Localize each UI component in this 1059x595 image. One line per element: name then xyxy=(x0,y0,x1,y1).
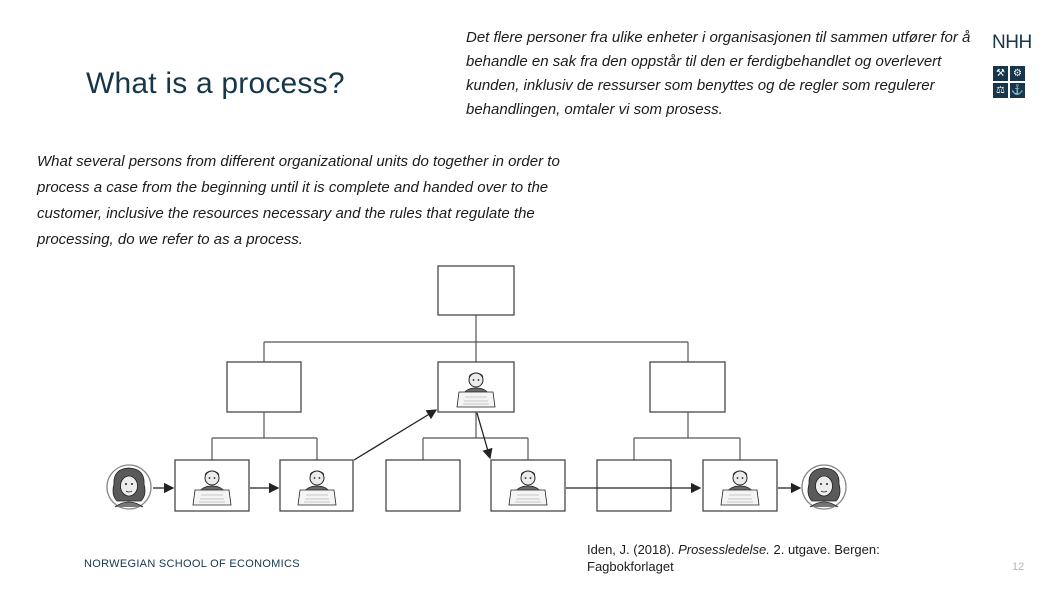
customer-right-icon xyxy=(801,464,847,510)
citation-details: 2. utgave. Bergen: Fagbokforlaget xyxy=(587,542,880,574)
norwegian-definition: Det flere personer fra ulike enheter i o… xyxy=(466,29,971,118)
citation-title: Prosessledelse. xyxy=(678,542,770,557)
gear-icon: ⚙ xyxy=(1010,66,1025,81)
citation: Iden, J. (2018). Prosessledelse. 2. utga… xyxy=(587,541,917,575)
box-top xyxy=(437,265,515,316)
scales-icon: ⚖ xyxy=(993,83,1008,98)
tools-icon: ⚒ xyxy=(993,66,1008,81)
process-flow-arrows xyxy=(153,409,802,494)
diagram-connectors xyxy=(211,315,741,460)
customer-left-icon xyxy=(106,464,152,510)
footer-school-name: NORWEGIAN SCHOOL OF ECONOMICS xyxy=(84,558,300,570)
slide-title: What is a process? xyxy=(86,67,345,100)
page-number: 12 xyxy=(1012,561,1025,573)
box-low-5 xyxy=(596,459,672,512)
box-low-3 xyxy=(385,459,461,512)
nhh-logo-text: NHH xyxy=(992,32,1032,53)
nhh-logo-icon: ⚒ ⚙ ⚖ ⚓ xyxy=(993,66,1025,98)
box-mid-right xyxy=(649,361,726,413)
english-definition: What several persons from different orga… xyxy=(37,153,560,248)
anchor-icon: ⚓ xyxy=(1010,83,1025,98)
box-mid-left xyxy=(226,361,302,413)
citation-author: Iden, J. (2018). xyxy=(587,542,675,557)
